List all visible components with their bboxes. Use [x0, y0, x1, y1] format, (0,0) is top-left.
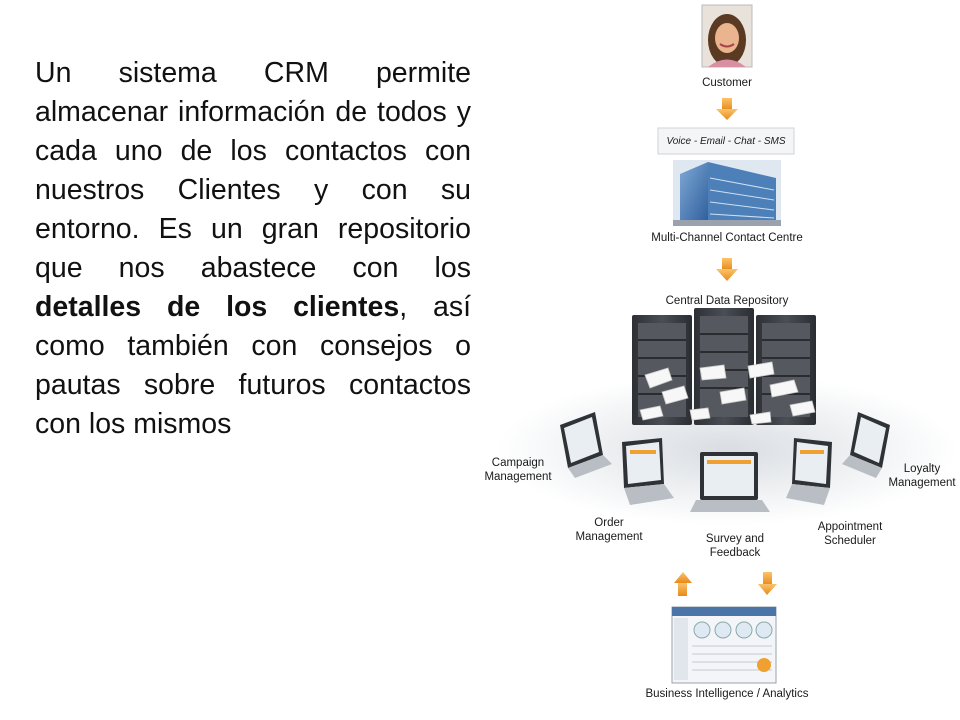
label-campaign-line2: Management: [484, 471, 552, 483]
label-order-line1: Order: [594, 517, 624, 529]
flying-documents: [639, 361, 816, 425]
laptop-campaign: [560, 412, 612, 478]
label-repository: Central Data Repository: [665, 295, 789, 307]
label-appointment-line1: Appointment: [817, 521, 883, 533]
paragraph-bold-text: detalles de los clientes: [35, 291, 400, 323]
floor-shadow: [497, 375, 957, 525]
label-loyalty-line1: Loyalty: [903, 463, 941, 475]
label-survey-line2: Feedback: [709, 547, 761, 559]
crm-diagram: [497, 4, 957, 684]
arrow-down-1: [716, 98, 738, 120]
label-campaign: Campaign Management: [484, 456, 552, 484]
paragraph-text-start: Un sistema CRM permite almacenar informa…: [35, 57, 471, 284]
arrow-up-bi: [674, 572, 692, 596]
label-survey: Survey and Feedback: [698, 532, 772, 560]
channels-strip: [657, 127, 795, 155]
label-loyalty: Loyalty Management: [884, 462, 960, 490]
label-channels: Voice - Email - Chat - SMS: [666, 136, 786, 147]
label-order-line2: Management: [575, 531, 643, 543]
customer-photo: [701, 4, 753, 68]
laptop-survey: [690, 452, 770, 512]
laptop-appointment: [786, 438, 832, 505]
label-contact-centre: Multi-Channel Contact Centre: [651, 232, 803, 244]
label-appointment: Appointment Scheduler: [810, 520, 890, 548]
arrow-down-bi: [758, 572, 777, 595]
label-bi: Business Intelligence / Analytics: [645, 688, 809, 700]
label-campaign-line1: Campaign: [491, 457, 545, 469]
label-customer: Customer: [702, 77, 752, 89]
paragraph-text-end: , así como también con consejos o pautas…: [35, 291, 472, 440]
label-survey-line1: Survey and: [705, 533, 765, 545]
laptop-loyalty: [842, 412, 890, 478]
contact-centre-building: [673, 160, 781, 226]
laptop-order: [622, 438, 674, 505]
description-paragraph: Un sistema CRM permite almacenar informa…: [35, 54, 471, 444]
bi-dashboard-screen: [671, 606, 777, 684]
label-loyalty-line2: Management: [888, 477, 956, 489]
label-order: Order Management: [572, 516, 646, 544]
label-appointment-line2: Scheduler: [824, 535, 876, 547]
arrow-down-2: [716, 258, 738, 281]
